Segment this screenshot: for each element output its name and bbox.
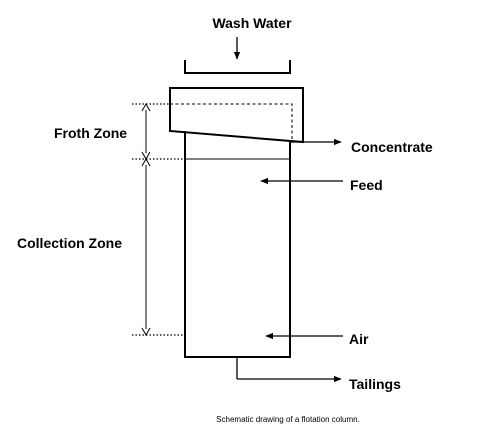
collection-zone-arrowhead-bottom: [141, 327, 151, 337]
concentrate-label: Concentrate: [351, 139, 433, 155]
wash-water-label: Wash Water: [212, 15, 292, 31]
froth-inner-outline: [170, 103, 293, 142]
figure-caption: Schematic drawing of a flotation column.: [216, 415, 360, 424]
feed-label: Feed: [350, 177, 383, 193]
collection-zone-label: Collection Zone: [17, 235, 122, 251]
wash-water-distributor: [184, 60, 291, 74]
froth-zone-arrowhead-top: [141, 102, 151, 112]
column-body: [184, 131, 291, 358]
tailings-label: Tailings: [349, 376, 401, 392]
air-label: Air: [349, 331, 369, 347]
froth-zone-label: Froth Zone: [54, 125, 127, 141]
froth-overflow-head: [169, 87, 304, 144]
froth-zone-arrowhead-bottom: [141, 151, 151, 161]
collection-zone-arrowhead-top: [141, 157, 151, 167]
